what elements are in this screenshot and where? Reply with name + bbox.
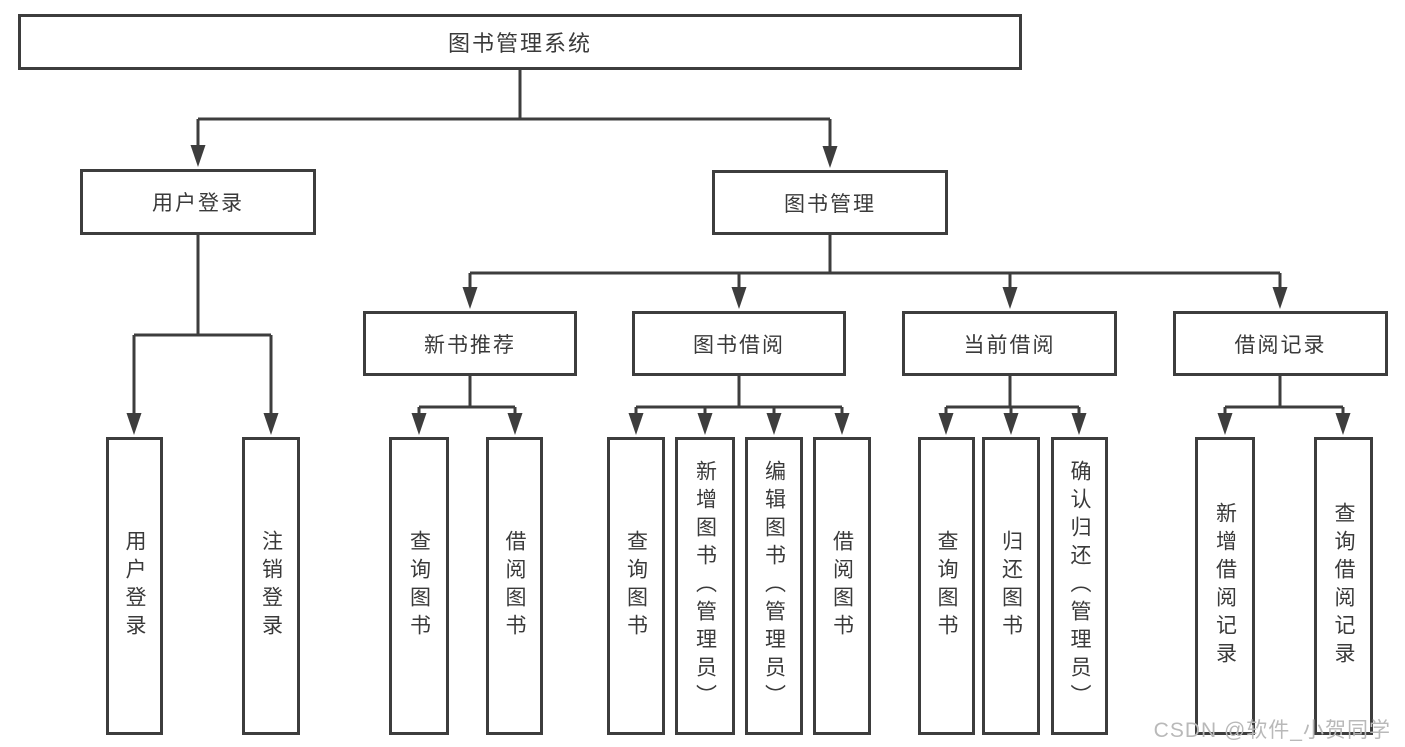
leaf-edit-book-admin: 编辑图书（管理员） [745, 437, 803, 735]
leaf-label: 借阅图书 [503, 530, 526, 642]
leaf-label: 查询借阅记录 [1332, 502, 1355, 670]
node-label: 图书借阅 [693, 333, 785, 357]
leaf-label: 注销登录 [259, 530, 283, 642]
node-label: 借阅记录 [1234, 333, 1327, 357]
leaf-return-book: 归还图书 [982, 437, 1040, 735]
leaf-label: 新增图书（管理员） [693, 460, 717, 712]
leaf-borrow-books-recommend: 借阅图书 [486, 437, 543, 735]
node-label: 图书管理系统 [447, 31, 592, 56]
csdn-watermark: CSDN @软件_小贺同学 [1153, 719, 1391, 742]
node-label: 图书管理 [784, 192, 876, 216]
leaf-label: 用户登录 [123, 530, 146, 642]
leaf-add-borrow-record: 新增借阅记录 [1195, 437, 1255, 735]
leaf-label: 查询图书 [935, 530, 958, 642]
node-borrowing-records: 借阅记录 [1173, 311, 1388, 376]
node-label: 用户登录 [152, 192, 244, 215]
node-label: 当前借阅 [963, 333, 1056, 357]
node-label: 新书推荐 [424, 333, 516, 357]
leaf-search-books-borrow: 查询图书 [607, 437, 665, 735]
leaf-logout-login: 注销登录 [242, 437, 300, 735]
leaf-label: 新增借阅记录 [1213, 502, 1237, 670]
leaf-search-books-current: 查询图书 [918, 437, 975, 735]
leaf-borrow-books: 借阅图书 [813, 437, 871, 735]
node-book-borrowing: 图书借阅 [632, 311, 846, 376]
leaf-confirm-return-admin: 确认归还（管理员） [1051, 437, 1108, 735]
leaf-label: 确认归还（管理员） [1068, 460, 1091, 712]
leaf-label: 查询图书 [407, 530, 431, 642]
node-book-management: 图书管理 [712, 170, 948, 235]
leaf-label: 查询图书 [624, 530, 648, 642]
leaf-label: 归还图书 [999, 530, 1023, 642]
leaf-label: 编辑图书（管理员） [762, 460, 786, 712]
leaf-label: 借阅图书 [830, 530, 854, 642]
leaf-add-book-admin: 新增图书（管理员） [675, 437, 735, 735]
node-user-login: 用户登录 [80, 169, 316, 235]
node-library-management-system: 图书管理系统 [18, 14, 1022, 70]
leaf-search-borrow-record: 查询借阅记录 [1314, 437, 1373, 735]
leaf-search-books-recommend: 查询图书 [389, 437, 449, 735]
leaf-user-login: 用户登录 [106, 437, 163, 735]
node-current-borrowing: 当前借阅 [902, 311, 1117, 376]
node-new-book-recommend: 新书推荐 [363, 311, 577, 376]
